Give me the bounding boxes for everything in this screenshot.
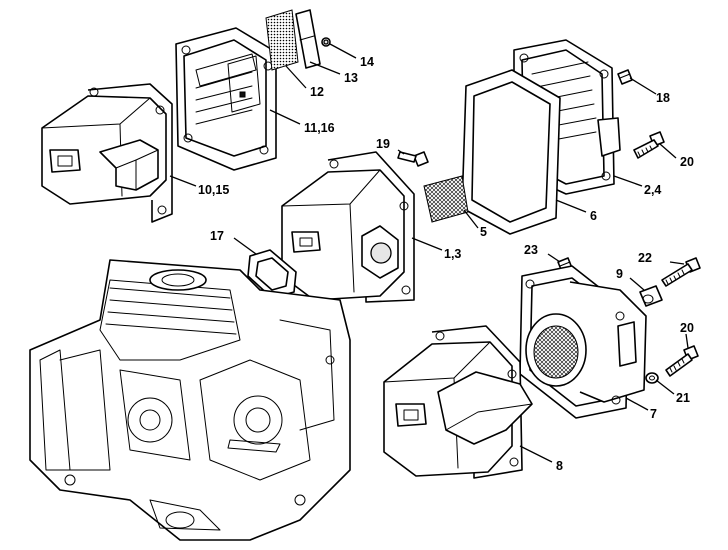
callout-2-4: 2,4 [644, 183, 661, 197]
screw-part-20-lower [665, 345, 699, 377]
gasket-part-17 [247, 249, 297, 299]
callout-22: 22 [638, 251, 652, 265]
callout-21: 21 [676, 391, 690, 405]
callout-19: 19 [376, 137, 390, 151]
washer-part-21 [645, 372, 659, 384]
callout-17: 17 [210, 229, 224, 243]
screen-part-5 [423, 175, 469, 223]
callout-7: 7 [650, 407, 657, 421]
callout-20-upper: 20 [680, 155, 694, 169]
engine-block [29, 259, 351, 541]
plate-part-13 [295, 9, 321, 69]
callout-9: 9 [616, 267, 623, 281]
gasket-part-6 [461, 69, 561, 235]
callout-14: 14 [360, 55, 374, 69]
muffler-part-1-3 [281, 151, 415, 303]
callout-12: 12 [310, 85, 324, 99]
housing-part-7 [519, 265, 647, 419]
callout-23: 23 [524, 243, 538, 257]
callout-labels: 14 13 12 11,16 10,15 18 19 20 2,4 6 5 1,… [198, 55, 694, 473]
sleeve-part-9 [639, 285, 663, 307]
screw-part-18 [617, 69, 633, 85]
callout-10-15: 10,15 [198, 183, 229, 197]
callout-6: 6 [590, 209, 597, 223]
cover-part-11-16 [175, 27, 277, 171]
muffler-part-8 [383, 325, 533, 479]
callout-8: 8 [556, 459, 563, 473]
callout-18: 18 [656, 91, 670, 105]
callout-20-lower: 20 [680, 321, 694, 335]
screen-part-12 [265, 9, 299, 71]
callout-13: 13 [344, 71, 358, 85]
callout-5: 5 [480, 225, 487, 239]
screw-part-20-upper [633, 131, 665, 159]
leader-lines [169, 43, 689, 463]
bolt-part-22 [661, 257, 701, 287]
muffler-part-10-15 [41, 83, 173, 223]
callout-1-3: 1,3 [444, 247, 461, 261]
callout-11-16: 11,16 [304, 121, 335, 135]
screw-part-19 [397, 151, 429, 167]
screw-part-14 [321, 37, 331, 47]
